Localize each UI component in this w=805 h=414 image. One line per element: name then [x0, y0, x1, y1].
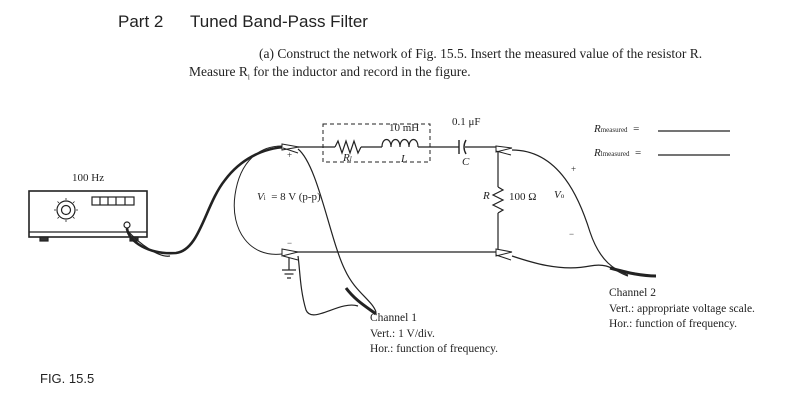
rl-measured-label: Rlmeasured =: [594, 147, 642, 159]
section-title: Tuned Band-Pass Filter: [190, 12, 368, 31]
channel2-hor: Hor.: function of frequency.: [609, 318, 737, 330]
capacitor-label: C: [462, 156, 470, 168]
output-plus-sign: +: [571, 164, 577, 174]
channel2-title: Channel 2: [609, 287, 656, 299]
resistor-label: R: [483, 190, 490, 202]
part-number: Part 2: [118, 12, 164, 31]
inductor-label: L: [401, 153, 408, 165]
resistor-value: 100 Ω: [509, 191, 537, 203]
output-voltage-label: Vo: [554, 189, 565, 201]
instruction-line-2: Measure Rl for the inductor and record i…: [189, 64, 471, 82]
channel1-hor: Hor.: function of frequency.: [370, 343, 498, 355]
channel1-vert: Vert.: 1 V/div.: [370, 328, 435, 340]
generator-frequency: 100 Hz: [72, 172, 105, 184]
inductor-value: 10 mH: [389, 122, 420, 134]
input-voltage-label: Vi = 8 V (p-p): [257, 191, 321, 203]
channel2-vert: Vert.: appropriate voltage scale.: [609, 303, 755, 315]
figure-label: FIG. 15.5: [40, 371, 95, 386]
r-measured-label: Rmeasured =: [594, 123, 640, 135]
channel1-title: Channel 1: [370, 312, 417, 324]
output-minus-sign: −: [569, 229, 575, 239]
instruction-line-1: (a) Construct the network of Fig. 15.5. …: [259, 46, 703, 61]
capacitor-value: 0.1 μF: [452, 116, 481, 128]
input-minus-sign: −: [287, 238, 293, 248]
inductor-resistance-label: Rl: [343, 152, 352, 164]
input-plus-sign: +: [287, 150, 293, 160]
